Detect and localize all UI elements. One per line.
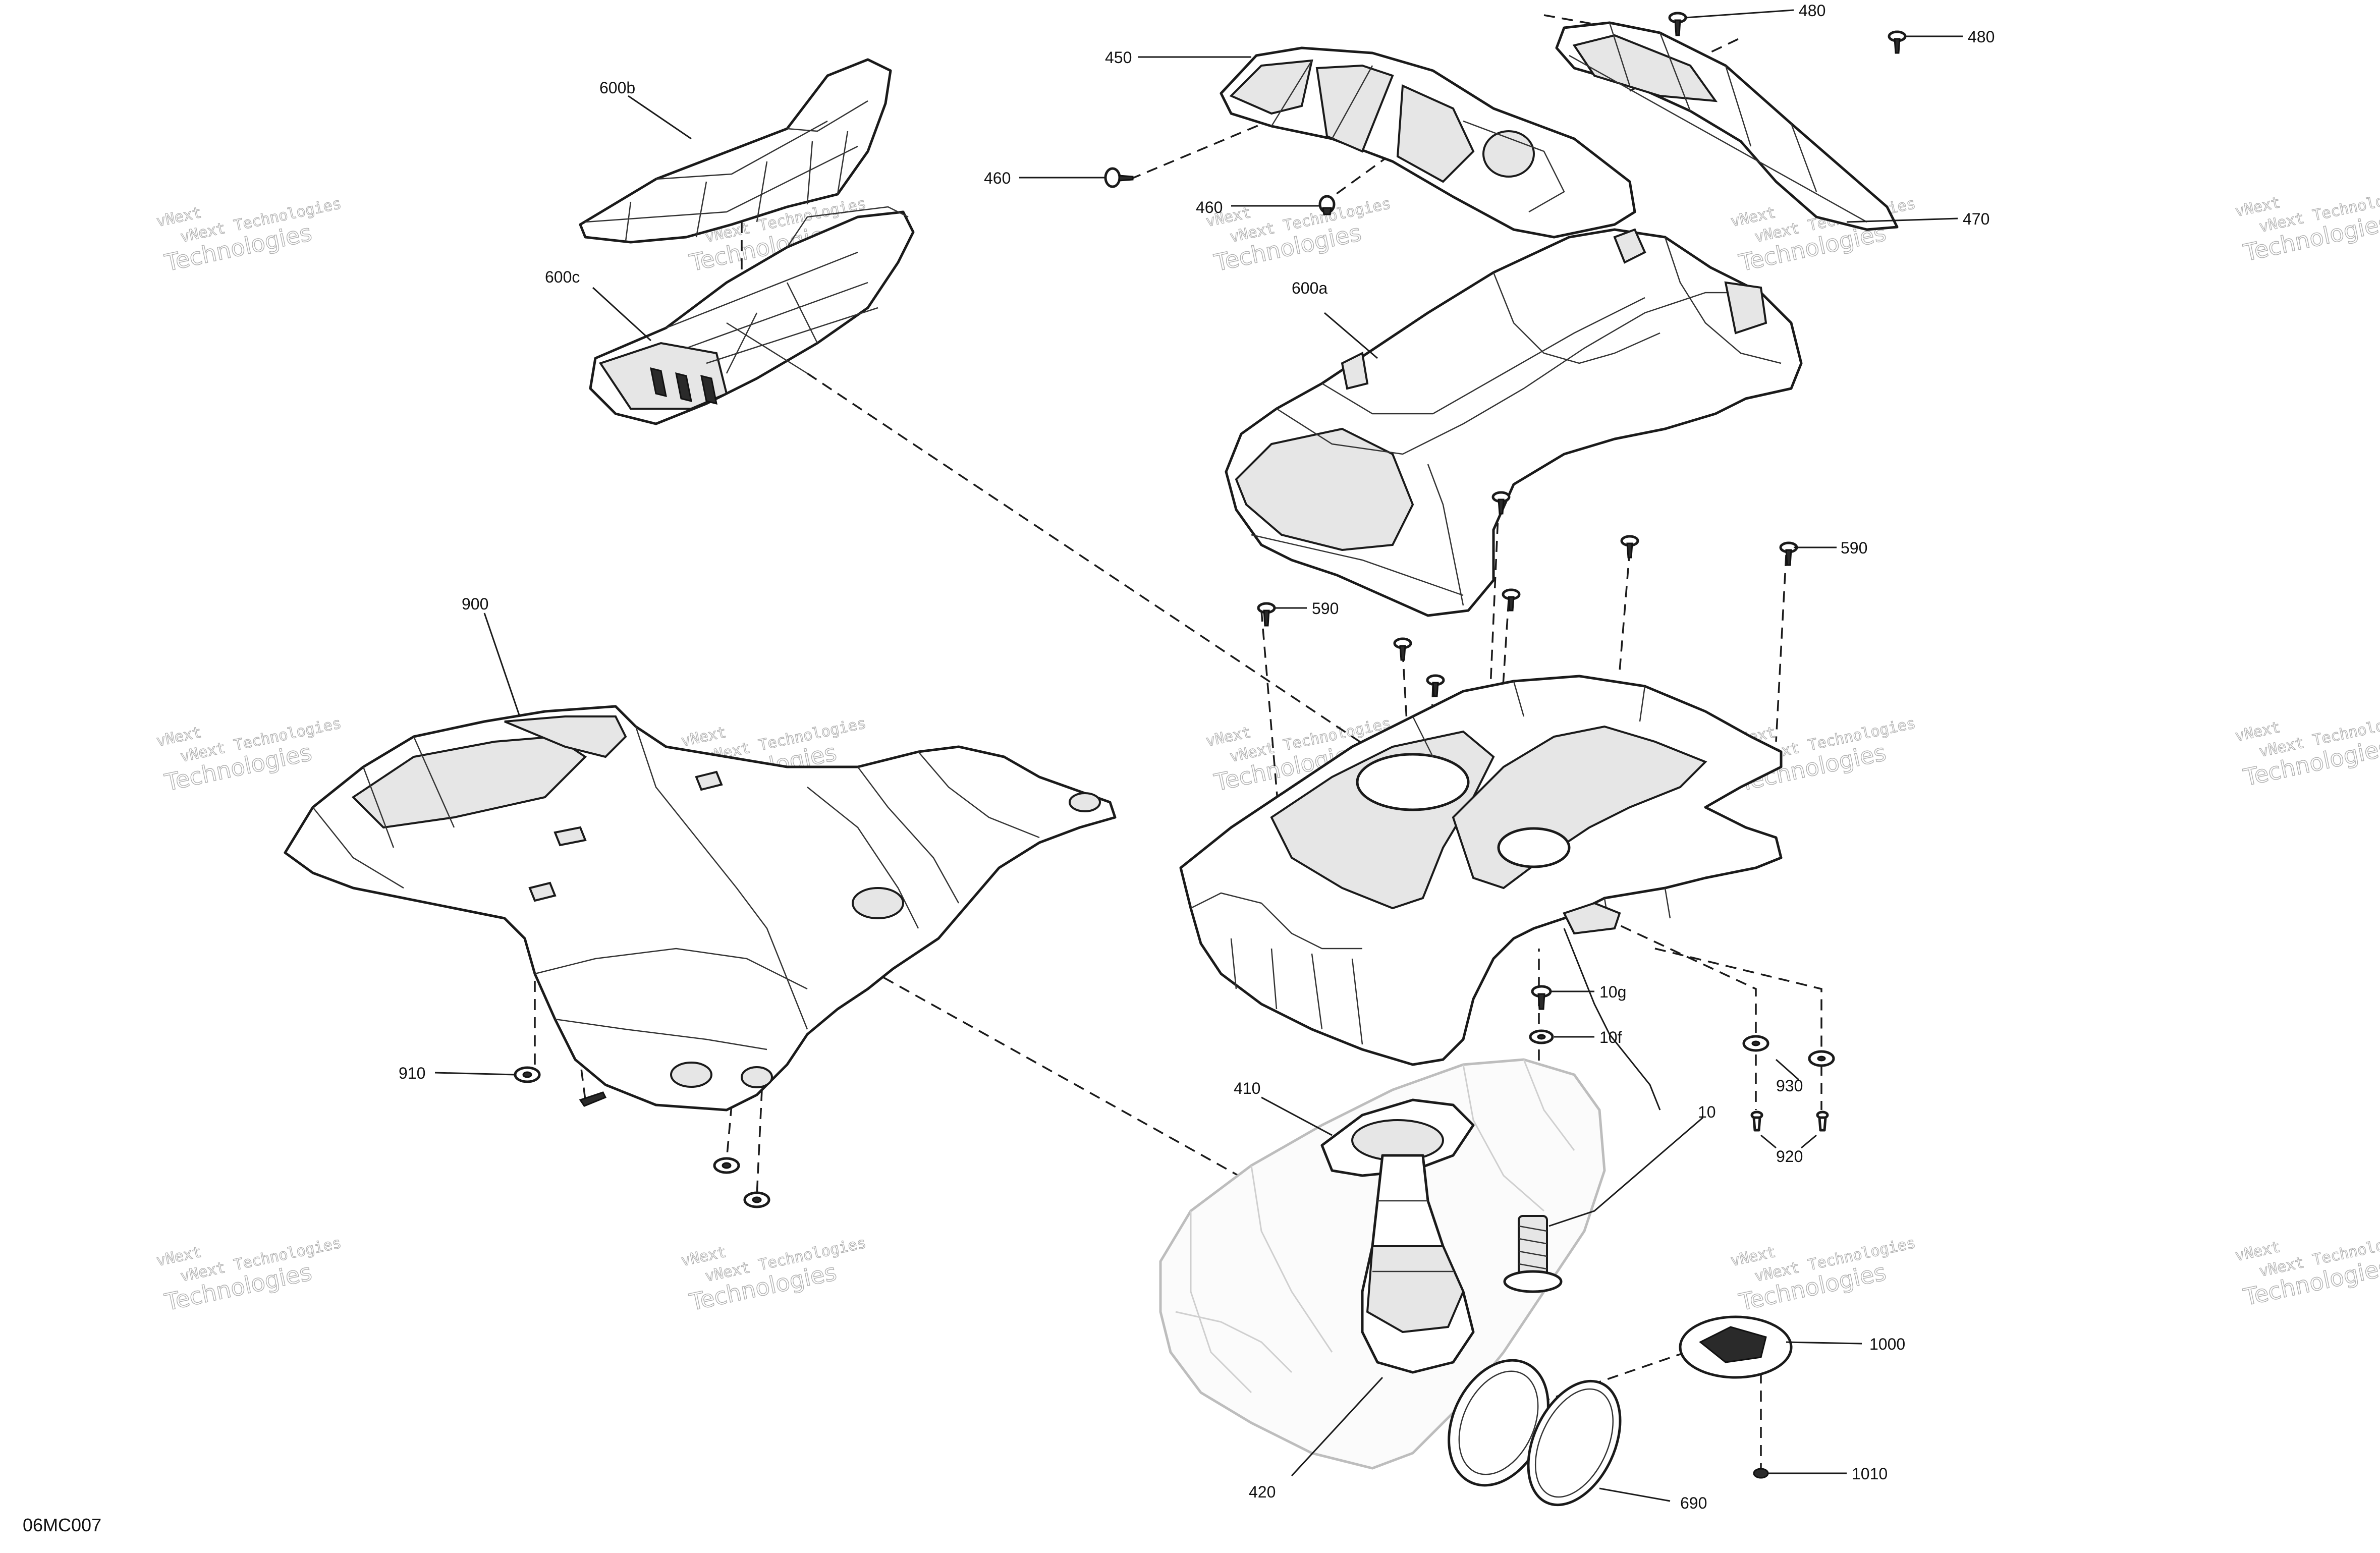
clip-icon[interactable] xyxy=(713,1157,740,1174)
watermark: vNext vNext Technologies Technologies xyxy=(1729,1234,1917,1316)
callout-1010[interactable]: 1010 xyxy=(1852,1465,1888,1483)
part-1000-cap[interactable] xyxy=(1679,1315,1793,1379)
callout-930[interactable]: 930 xyxy=(1776,1077,1803,1095)
part-spring xyxy=(1503,1215,1563,1293)
screw-icon[interactable] xyxy=(1318,195,1336,215)
diagram-code: 06MC007 xyxy=(23,1515,101,1535)
rivet-icon[interactable] xyxy=(579,1091,607,1107)
callout-420[interactable]: 420 xyxy=(1249,1483,1276,1501)
callout-1000[interactable]: 1000 xyxy=(1869,1335,1905,1353)
callout-10g[interactable]: 10g xyxy=(1599,983,1626,1001)
watermark: vNext vNext Technologies Technologies xyxy=(154,1234,343,1316)
screw-icon[interactable] xyxy=(1779,541,1798,566)
callout-460[interactable]: 460 xyxy=(984,169,1011,187)
callout-600c[interactable]: 600c xyxy=(545,268,580,286)
part-900-floor-pan[interactable] xyxy=(284,705,1117,1112)
callout-460[interactable]: 460 xyxy=(1196,198,1223,216)
callout-10f[interactable]: 10f xyxy=(1599,1028,1622,1046)
callout-690[interactable]: 690 xyxy=(1680,1494,1707,1512)
callout-910[interactable]: 910 xyxy=(399,1064,425,1082)
screw-icon[interactable] xyxy=(1620,535,1639,559)
callout-900[interactable]: 900 xyxy=(462,595,488,613)
callout-470[interactable]: 470 xyxy=(1963,210,1989,228)
screw-icon[interactable] xyxy=(1531,985,1552,1010)
screw-icon[interactable] xyxy=(1426,674,1445,697)
screw-icon[interactable] xyxy=(1753,1468,1769,1479)
callout-10[interactable]: 10 xyxy=(1698,1103,1716,1121)
part-600b-seat[interactable] xyxy=(579,58,892,244)
clip-icon[interactable] xyxy=(514,1066,541,1083)
washer-icon[interactable] xyxy=(1742,1035,1769,1052)
washer-icon[interactable] xyxy=(1529,1029,1554,1044)
callout-410[interactable]: 410 xyxy=(1234,1079,1260,1097)
watermark: vNext vNext Technologies Technologies xyxy=(2233,184,2380,266)
fasteners xyxy=(514,12,1907,1479)
part-450-side-panel[interactable] xyxy=(1220,46,1636,239)
screw-icon[interactable] xyxy=(1257,602,1276,627)
callout-450[interactable]: 450 xyxy=(1105,48,1132,67)
pin-icon[interactable] xyxy=(1816,1111,1829,1132)
callout-600a[interactable]: 600a xyxy=(1292,279,1327,297)
part-410-intake-boot[interactable] xyxy=(1320,1098,1475,1177)
screw-icon[interactable] xyxy=(1393,637,1412,661)
watermark: vNext vNext Technologies Technologies xyxy=(154,714,343,796)
watermark: vNext vNext Technologies Technologies xyxy=(1204,194,1393,276)
leader-lines xyxy=(434,9,1963,1502)
callout-480[interactable]: 480 xyxy=(1799,2,1825,20)
callout-600b[interactable]: 600b xyxy=(599,79,635,97)
callout-590[interactable]: 590 xyxy=(1841,539,1867,557)
part-470-side-panel[interactable] xyxy=(1555,21,1899,231)
part-600a-top-cover[interactable] xyxy=(1225,228,1803,617)
callout-480[interactable]: 480 xyxy=(1968,28,1995,46)
watermark: vNext vNext Technologies Technologies xyxy=(679,1234,868,1316)
watermark: vNext vNext Technologies Technologies xyxy=(2233,709,2380,791)
screw-icon[interactable] xyxy=(1668,12,1687,36)
screw-icon[interactable] xyxy=(1888,30,1907,54)
part-600c-seat-frame[interactable] xyxy=(589,206,915,425)
screw-icon[interactable] xyxy=(1104,167,1134,188)
callouts: 600b 600c 600a 450 460 460 480 480 470 5… xyxy=(399,2,1995,1512)
watermark: vNext vNext Technologies Technologies xyxy=(2233,1229,2380,1311)
part-10-airbox-base[interactable] xyxy=(1179,675,1783,1066)
pin-icon[interactable] xyxy=(1750,1111,1763,1132)
part-690-clamp[interactable] xyxy=(1510,1366,1639,1519)
washer-icon[interactable] xyxy=(1808,1050,1835,1067)
watermark: vNext vNext Technologies Technologies xyxy=(154,194,343,276)
callout-920[interactable]: 920 xyxy=(1776,1147,1803,1166)
callout-590[interactable]: 590 xyxy=(1312,599,1339,618)
screw-icon[interactable] xyxy=(1491,491,1511,515)
clip-icon[interactable] xyxy=(743,1191,770,1208)
part-420-intake-duct[interactable] xyxy=(1361,1154,1568,1502)
screw-icon[interactable] xyxy=(1502,588,1521,612)
